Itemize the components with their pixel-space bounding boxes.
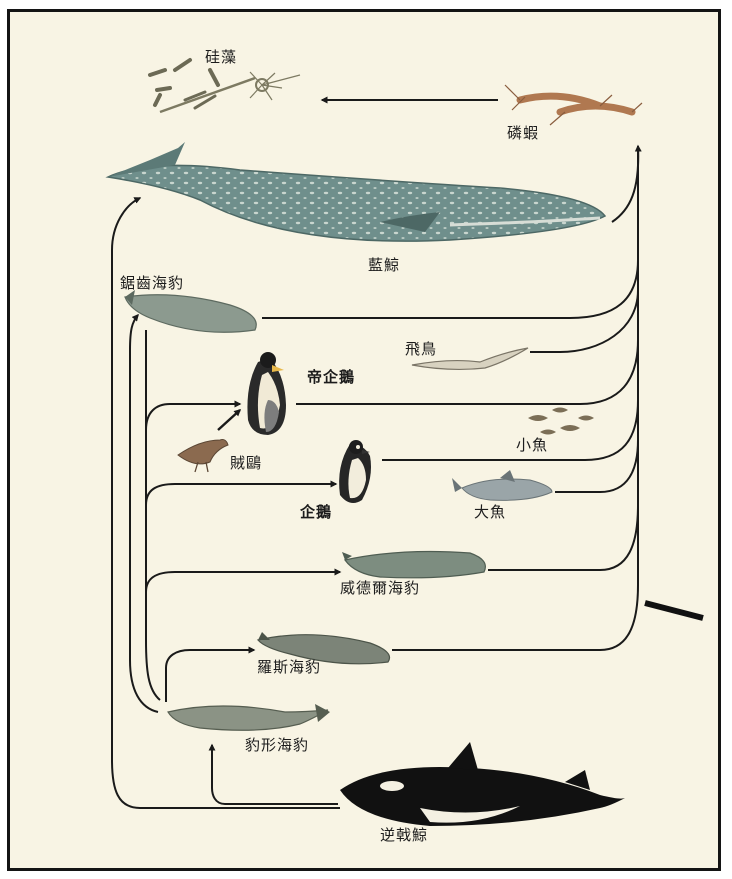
arrow-weddell-to-krill <box>488 505 638 570</box>
penguin-illustration <box>339 440 371 503</box>
diatoms-illustration <box>150 60 300 112</box>
arrow-leopardseal-to-crabeater <box>130 315 158 712</box>
label-orca: 逆戟鯨 <box>380 828 428 843</box>
krill-illustration <box>505 85 642 125</box>
arrow-crabeater-to-krill <box>262 260 638 318</box>
label-krill: 磷蝦 <box>507 126 539 141</box>
arrow-flyingbird-to-krill <box>530 290 638 352</box>
arrow-largefish-to-krill <box>555 440 638 492</box>
arrow-blue-whale-to-krill <box>612 146 638 222</box>
small-fish-illustration <box>528 408 594 435</box>
arrow-penguin-to-krill <box>382 400 638 460</box>
label-emperor-penguin: 帝企鵝 <box>307 370 355 385</box>
arrow-leopardseal-trunk <box>146 330 160 700</box>
arrow-to-penguin <box>146 484 336 505</box>
label-large-fish: 大魚 <box>474 505 506 520</box>
crabeater-seal-illustration <box>125 290 256 332</box>
large-fish-illustration <box>452 470 552 500</box>
label-penguin: 企鵝 <box>300 505 332 520</box>
arrow-ross-to-krill <box>392 585 638 650</box>
label-small-fish: 小魚 <box>516 438 548 453</box>
label-ross-seal: 羅斯海豹 <box>257 660 321 675</box>
label-weddell-seal: 威德爾海豹 <box>340 581 420 596</box>
label-flying-bird: 飛鳥 <box>405 342 437 357</box>
arrow-skua-to-emperor <box>218 410 240 430</box>
blue-whale-illustration <box>108 142 605 241</box>
arrow-leopard-to-ross <box>166 650 254 702</box>
arrow-to-weddell <box>146 572 340 592</box>
label-blue-whale: 藍鯨 <box>368 258 400 273</box>
weddell-seal-illustration <box>342 552 485 578</box>
marker-dash <box>645 603 703 618</box>
leopard-seal-illustration <box>168 704 330 730</box>
label-skua: 賊鷗 <box>230 456 262 471</box>
label-diatoms: 硅藻 <box>205 50 237 65</box>
orca-illustration <box>340 742 625 826</box>
skua-illustration <box>178 440 228 472</box>
label-crabeater-seal: 鋸齒海豹 <box>120 276 184 291</box>
arrow-to-emperor <box>146 404 240 430</box>
emperor-penguin-illustration <box>247 352 286 435</box>
label-leopard-seal: 豹形海豹 <box>245 738 309 753</box>
